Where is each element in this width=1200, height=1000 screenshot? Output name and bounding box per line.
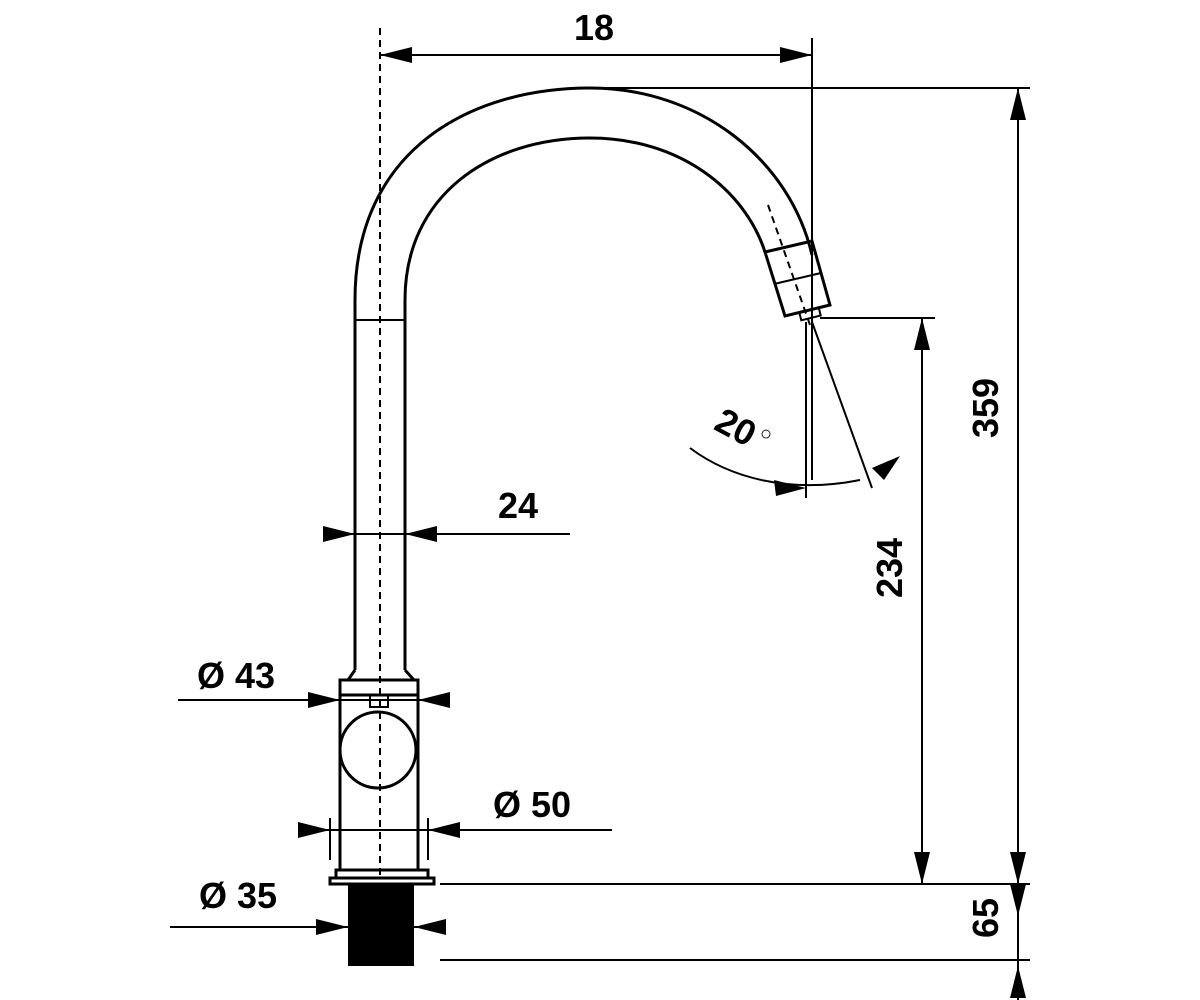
lever-knob [338,710,418,790]
dim-base-height: 65 [965,884,1026,998]
taper-right [403,668,416,682]
spout-outer-curve [353,86,814,320]
label-base-height: 65 [965,898,1006,938]
label-body-diameter-bottom: Ø 50 [493,784,571,825]
dim-body-diameter-bottom: Ø 50 [298,784,612,860]
dim-tube-width: 24 [323,485,570,542]
threaded-shank [348,884,414,966]
base-flange [328,868,436,886]
degree-symbol: ○ [760,423,772,445]
label-tube-width: 24 [498,485,538,526]
label-outlet-angle: 20 [709,399,764,454]
spout-inner-curve [403,136,767,320]
dim-spout-reach: 18 [380,7,813,480]
faucet-outline [328,86,832,966]
dim-outlet-angle: 20 ○ [689,321,900,498]
dim-shank-diameter: Ø 35 [170,875,446,935]
label-body-diameter-top: Ø 43 [197,655,275,696]
dim-body-diameter-top: Ø 43 [178,655,450,708]
label-total-height: 359 [965,378,1006,438]
dim-outlet-height: 234 [869,318,930,884]
label-shank-diameter: Ø 35 [199,875,277,916]
nozzle-centerline [767,204,811,326]
label-spout-reach: 18 [574,7,614,48]
centerlines [379,28,811,880]
taper-left [346,669,357,681]
label-outlet-height: 234 [869,538,910,598]
extension-lines [440,317,1030,961]
dim-total-height: 359 [590,87,1030,1000]
aerator-nozzle [763,239,832,322]
